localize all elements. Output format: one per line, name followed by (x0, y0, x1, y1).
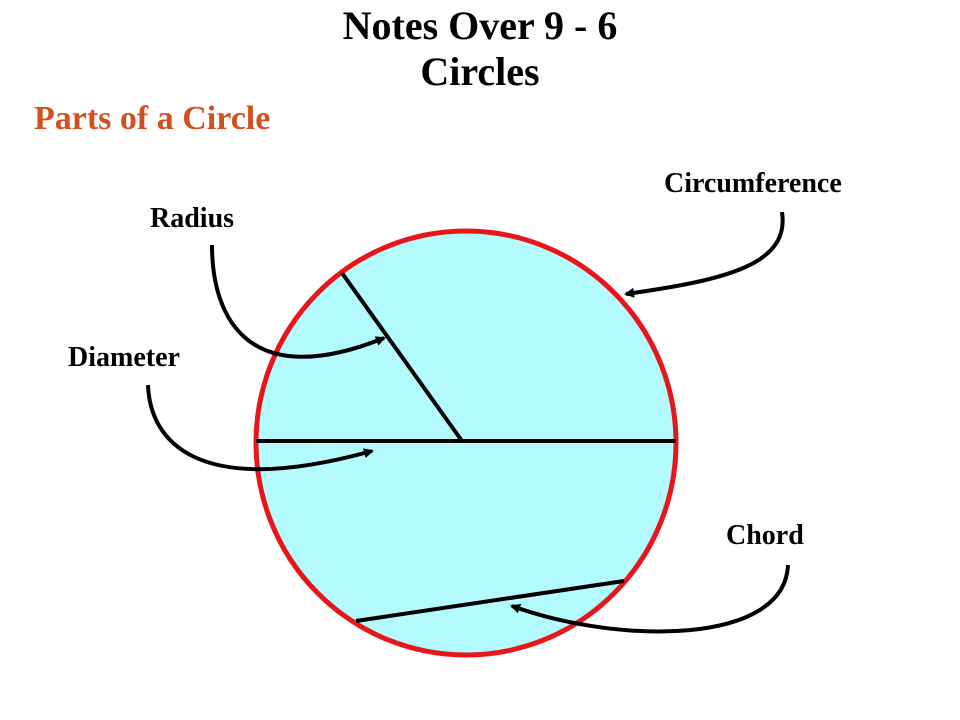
radius-line (340, 271, 464, 443)
circumference-pointer-arrow (624, 211, 785, 298)
circumference-label: Circumference (664, 168, 842, 199)
diameter-label: Diameter (68, 342, 180, 373)
slide-subtitle: Parts of a Circle (34, 100, 271, 137)
chord-line (355, 579, 625, 623)
chord-label: Chord (726, 520, 804, 551)
diameter-pointer-arrow (146, 384, 374, 472)
chord-pointer-arrow (510, 564, 790, 634)
radius-pointer-arrow (210, 244, 386, 359)
radius-label: Radius (150, 203, 235, 234)
slide-title: Notes Over 9 - 6 (342, 3, 618, 48)
slide-title-topic: Circles (420, 49, 540, 94)
